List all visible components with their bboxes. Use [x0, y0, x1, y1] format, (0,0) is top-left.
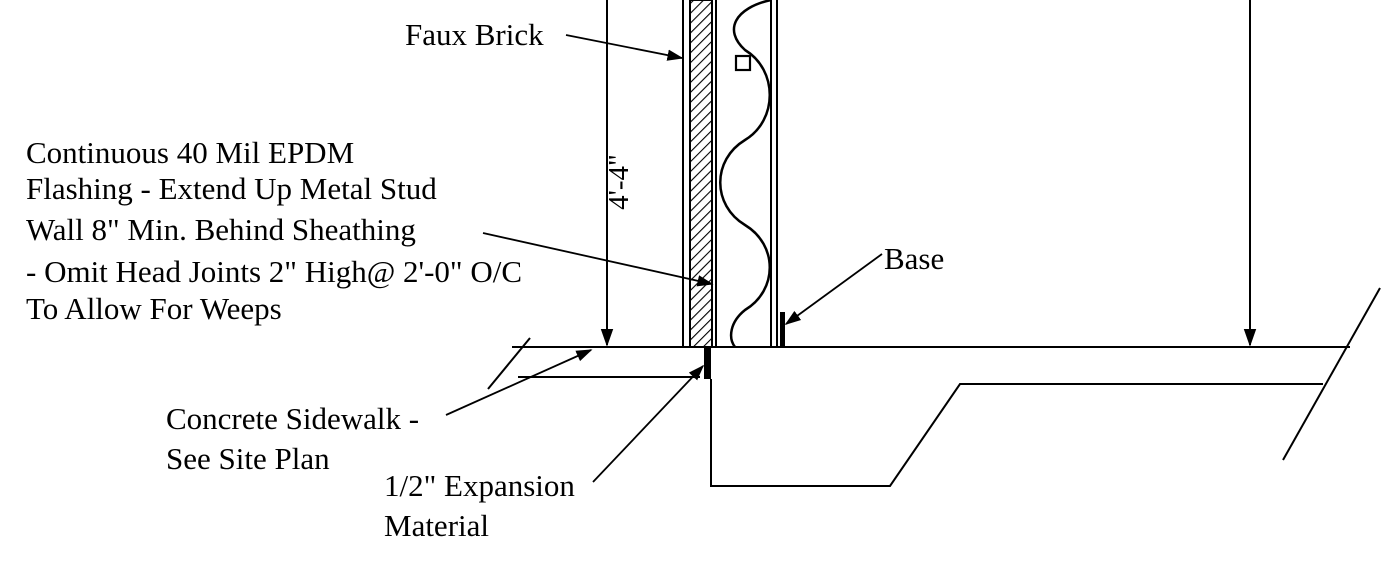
leader-lines [445, 34, 883, 483]
faux-brick-leader [565, 34, 684, 61]
sidewalk-note-line-1: Concrete Sidewalk - [166, 401, 419, 436]
expansion-note-line-1: 1/2" Expansion [384, 468, 575, 503]
flashing-note-line-5: To Allow For Weeps [26, 291, 282, 326]
height-dimension-text: 4'-4" [603, 154, 635, 210]
foundation [487, 287, 1381, 487]
batt-insulation [719, 0, 772, 348]
faux-brick-veneer [689, 0, 713, 348]
flashing-note-line-4: - Omit Head Joints 2" High@ 2'-0" O/C [26, 254, 522, 289]
metal-stud [734, 54, 752, 72]
expansion-leader [592, 364, 705, 483]
dimension-lines [600, 0, 1257, 347]
flashing-note: Continuous 40 Mil EPDM Flashing - Extend… [26, 135, 522, 326]
flashing-leader [482, 232, 714, 287]
flashing-note-line-1: Continuous 40 Mil EPDM [26, 135, 354, 170]
expansion-material [704, 347, 711, 379]
sidewalk-note-line-2: See Site Plan [166, 441, 330, 476]
sidewalk-leader [445, 349, 593, 416]
sidewalk-note: Concrete Sidewalk - See Site Plan [166, 401, 419, 476]
faux-brick-label: Faux Brick [405, 17, 544, 52]
sidewalk-break-line [487, 337, 531, 390]
flashing-note-line-3: Wall 8" Min. Behind Sheathing [26, 212, 416, 247]
slab-break-line [1282, 287, 1381, 461]
expansion-note-line-2: Material [384, 508, 489, 543]
wall-base [780, 312, 785, 348]
slab-footing-outline [710, 379, 1323, 487]
flashing-note-line-2: Flashing - Extend Up Metal Stud [26, 171, 437, 206]
base-label: Base [884, 241, 944, 276]
expansion-note: 1/2" Expansion Material [384, 468, 575, 543]
base-leader [784, 253, 883, 325]
wall-assembly [682, 0, 785, 348]
